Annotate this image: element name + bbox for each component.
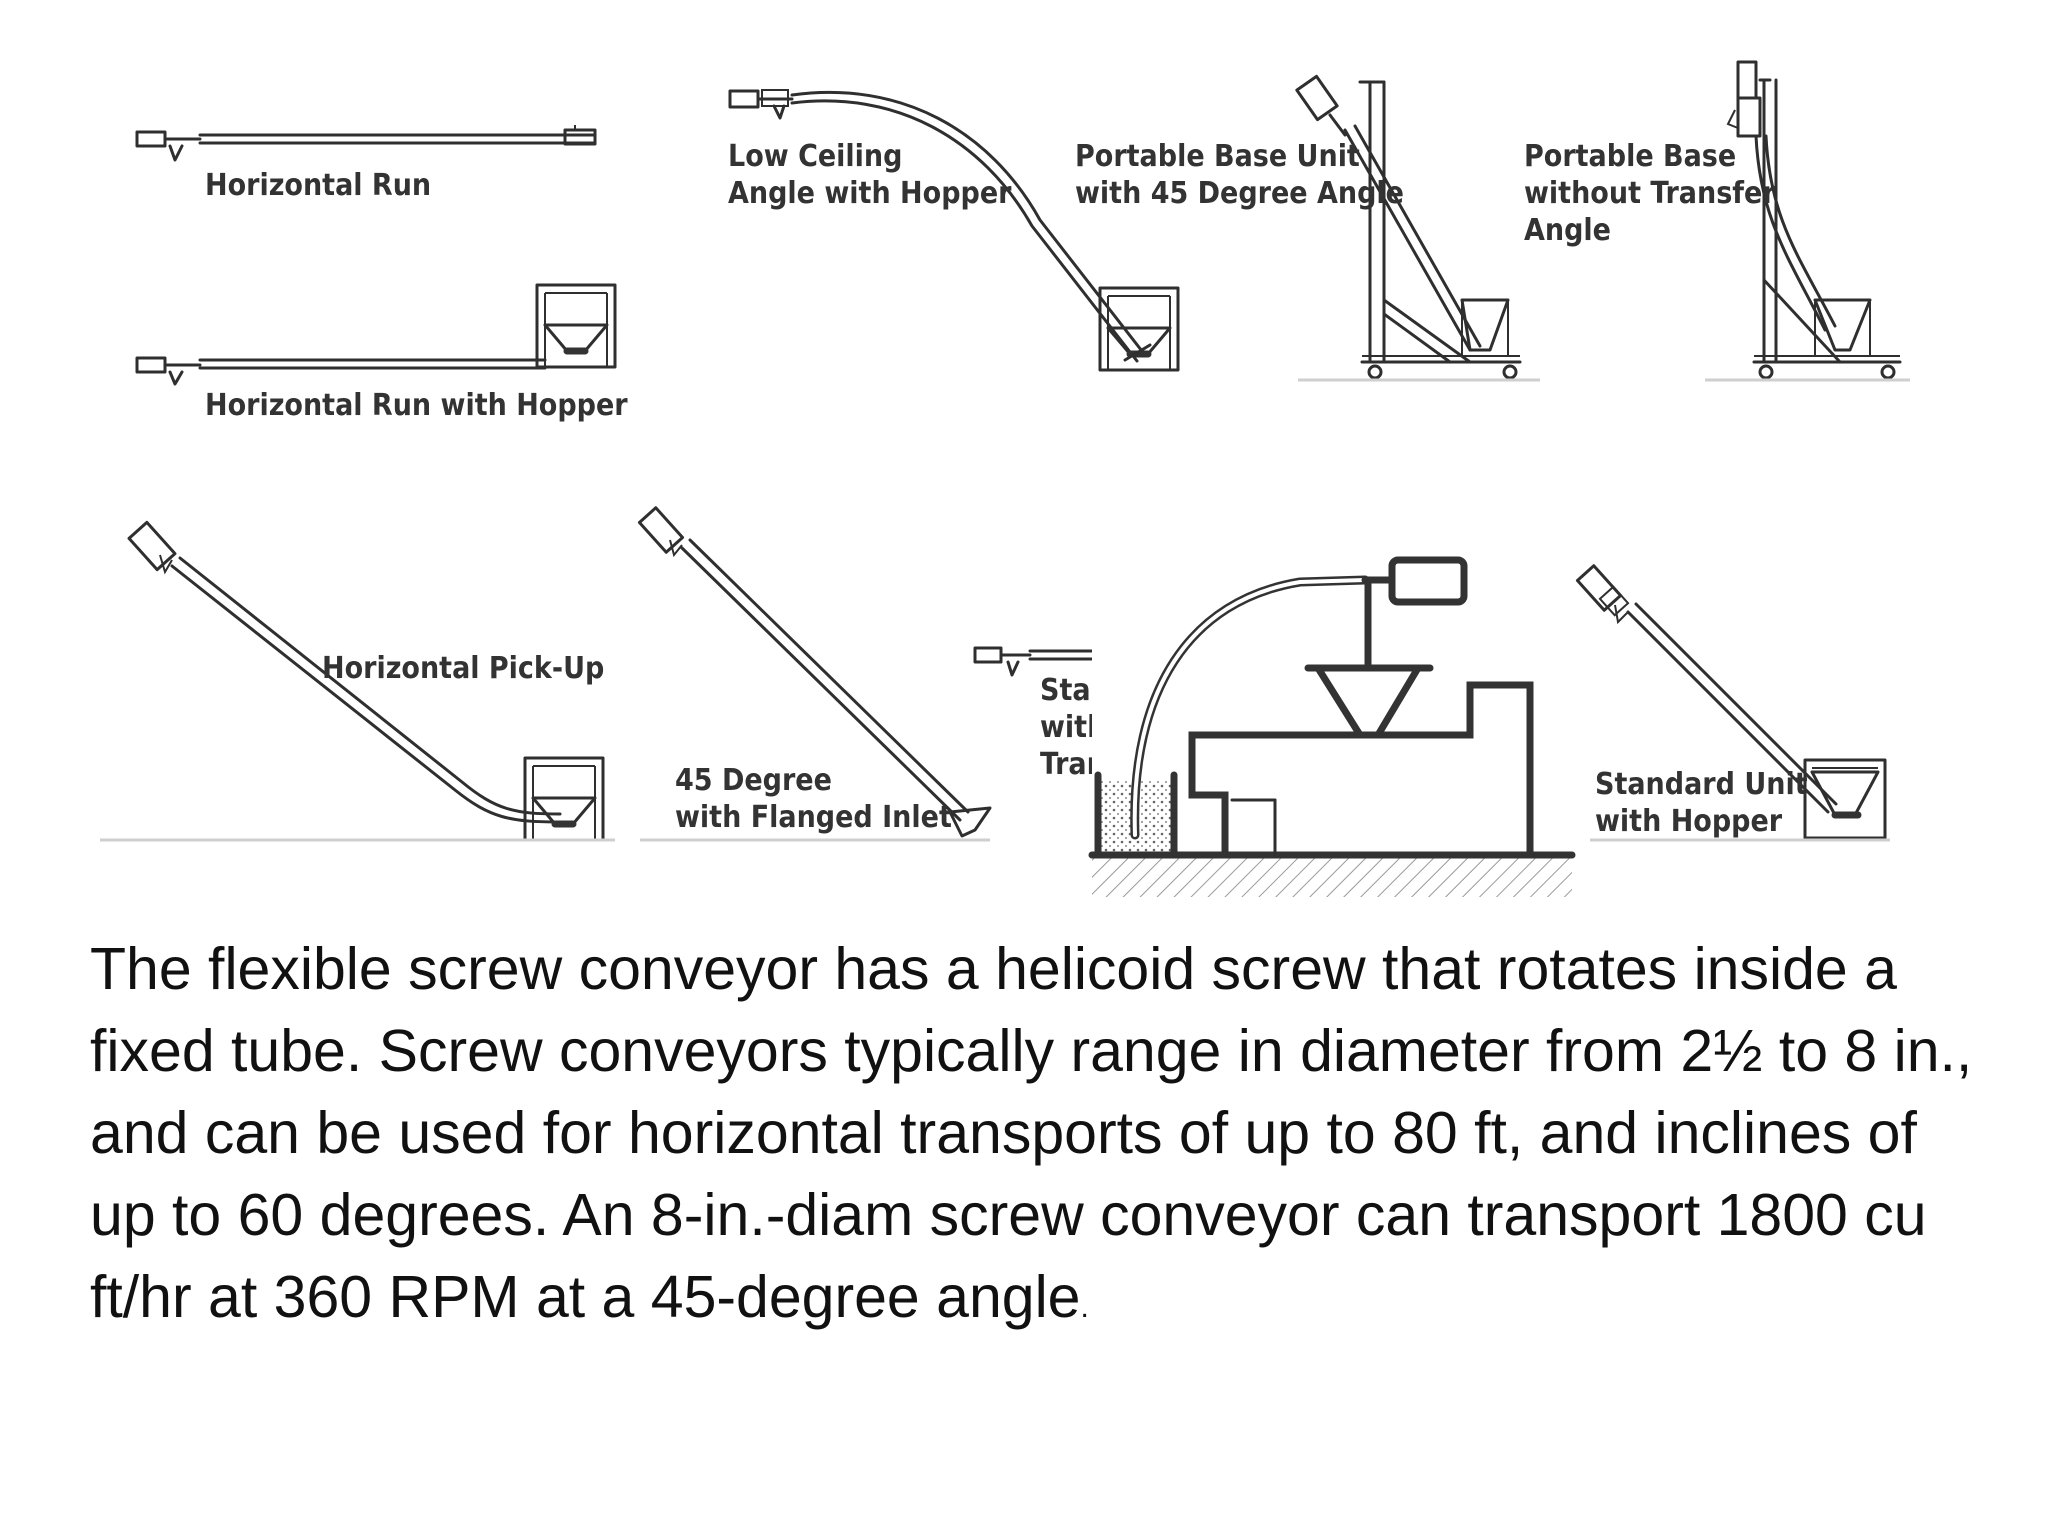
horizontal-run-figure bbox=[135, 125, 597, 162]
caption-text: The flexible screw conveyor has a helico… bbox=[90, 936, 1973, 1330]
label-flanged-1: 45 Degree bbox=[675, 763, 832, 798]
label-flanged-2: with Flanged Inlet bbox=[675, 800, 952, 835]
label-horizontal-run: Horizontal Run bbox=[205, 168, 431, 203]
low-ceiling-figure bbox=[728, 89, 1178, 370]
portable-base-no-transfer-figure bbox=[1726, 60, 1902, 380]
portable-base-45-figure bbox=[1295, 74, 1522, 380]
flanged-inlet-figure bbox=[637, 506, 992, 838]
label-portable-45-2: with 45 Degree Angle bbox=[1075, 176, 1404, 211]
label-std-hopper-1: Standard Unit bbox=[1595, 767, 1808, 802]
standard-transfer-figure bbox=[973, 646, 1094, 677]
horizontal-run-hopper-figure bbox=[135, 285, 615, 386]
label-portable-45-1: Portable Base Unit bbox=[1075, 139, 1360, 174]
horizontal-pickup-figure bbox=[127, 520, 603, 840]
bin-to-machine-illustration bbox=[1088, 540, 1582, 900]
label-horizontal-run-hopper: Horizontal Run with Hopper bbox=[205, 388, 628, 423]
label-low-ceiling-2: Angle with Hopper bbox=[728, 176, 1012, 211]
label-std-hopper-2: with Hopper bbox=[1595, 804, 1783, 839]
caption-period: . bbox=[1080, 1291, 1089, 1324]
standard-hopper-figure bbox=[1575, 564, 1887, 840]
label-low-ceiling-1: Low Ceiling bbox=[728, 139, 902, 174]
label-portable-nt-1: Portable Base bbox=[1524, 139, 1736, 174]
conveyor-configurations-diagram: Horizontal Run Horizontal Run with Hoppe… bbox=[100, 60, 1910, 900]
label-pickup: Horizontal Pick-Up bbox=[322, 651, 604, 686]
caption-paragraph: The flexible screw conveyor has a helico… bbox=[90, 928, 1990, 1349]
label-portable-nt-2: without Transfer bbox=[1524, 176, 1776, 211]
label-portable-nt-3: Angle bbox=[1524, 213, 1611, 248]
